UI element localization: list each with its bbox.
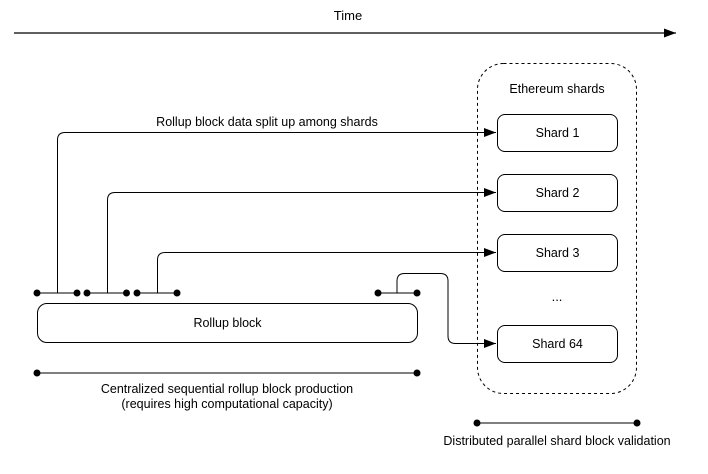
connector-shard64-arrow	[396, 273, 496, 348]
connector-shard2-arrow	[107, 188, 496, 293]
validation-bracket	[473, 419, 641, 427]
shard-1-box: Shard 1	[497, 113, 618, 152]
connector-shard1-arrow	[57, 128, 496, 293]
rollup-data-segment-4	[374, 289, 421, 297]
ethereum-shards-container-border	[477, 63, 637, 394]
segment-endpoint-dot	[413, 289, 421, 297]
split-annotation-label: Rollup block data split up among shards	[156, 115, 378, 129]
rollup-data-segment-3	[133, 289, 181, 297]
production-bracket	[33, 369, 421, 377]
bracket-endpoint-dot	[413, 369, 421, 377]
shards-container-title: Ethereum shards	[509, 82, 605, 96]
production-annotation-line1: Centralized sequential rollup block prod…	[100, 382, 354, 396]
validation-annotation: Distributed parallel shard block validat…	[443, 434, 671, 448]
shards-ellipsis: ...	[551, 289, 563, 304]
shard-3-box: Shard 3	[497, 233, 618, 272]
segment-endpoint-dot	[374, 289, 382, 297]
shard-2-box: Shard 2	[497, 173, 618, 212]
segment-endpoint-dot	[173, 289, 181, 297]
bracket-endpoint-dot	[633, 419, 641, 427]
shard-2-label: Shard 2	[535, 185, 580, 200]
production-annotation: Centralized sequential rollup block prod…	[37, 382, 417, 411]
segment-endpoint-dot	[33, 289, 41, 297]
connector-shard3-arrow	[157, 248, 496, 293]
segment-endpoint-dot	[73, 289, 81, 297]
rollup-block-label: Rollup block	[193, 316, 262, 330]
segment-endpoint-dot	[123, 289, 130, 297]
rollup-data-segment-1	[33, 289, 81, 297]
segment-endpoint-dot	[133, 289, 141, 297]
production-annotation-line2: (requires high computational capacity)	[121, 396, 333, 411]
time-axis-label: Time	[333, 8, 363, 23]
bracket-endpoint-dot	[473, 419, 481, 427]
shard-3-label: Shard 3	[535, 245, 580, 260]
rollup-data-segment-2	[83, 289, 130, 297]
rollup-block-box: Rollup block	[37, 303, 418, 343]
shard-1-label: Shard 1	[535, 125, 580, 140]
shard-64-box: Shard 64	[497, 324, 618, 363]
segment-endpoint-dot	[83, 289, 91, 297]
shard-64-label: Shard 64	[532, 336, 583, 351]
bracket-endpoint-dot	[33, 369, 41, 377]
